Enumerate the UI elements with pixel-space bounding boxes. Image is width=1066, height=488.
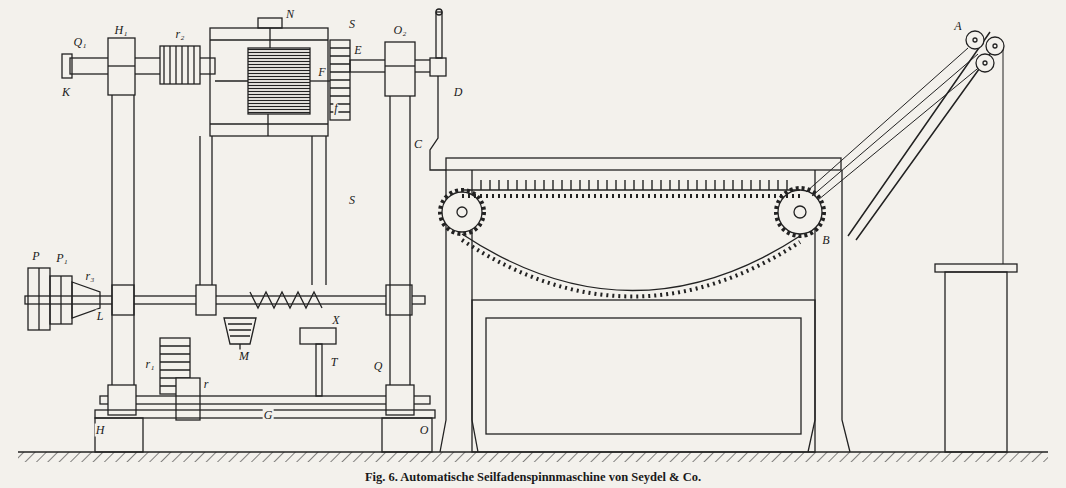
chain-trough-part [794,206,806,218]
spinning-head-part [330,40,350,120]
spinning-head-part [100,396,430,404]
spinning-head-part [50,276,72,324]
chain-trough-part [446,158,841,170]
callout-letter: Q₁ [73,36,88,49]
bobbin-stand-part [1003,50,1004,264]
spinning-head [25,9,446,452]
callout-letter: S [348,194,356,207]
callout-letter: A [953,20,962,33]
chain-trough [440,32,1000,452]
spinning-head-part [267,114,268,136]
spinning-head-part [250,292,322,308]
callout-letter: K [61,86,71,99]
callout-letter: N [285,8,295,21]
bobbin-stand-part [945,272,1007,452]
bobbin-stand-part [976,54,994,72]
figure-caption-row: Fig. 6. Automatische Seilfadenspinnmasch… [0,470,1066,485]
spinning-head-part [200,136,212,285]
spinning-head-part [215,80,248,81]
spinning-head-part [436,9,442,15]
bobbin-stand-part [935,264,1017,272]
spinning-head-part [176,378,200,420]
callout-letter: r [203,378,210,391]
figure-caption: Fig. 6. Automatische Seilfadenspinnmasch… [362,470,704,484]
chain-trough-part [457,207,467,217]
spinning-head-part [248,48,310,114]
callout-letter: B [821,234,830,247]
spinning-head-part [430,58,446,76]
spinning-head-part [62,54,72,78]
spinning-head-part [228,324,252,336]
spinning-head-part [112,95,134,396]
chain-trough-part [462,194,800,198]
callout-letter: C [413,138,423,151]
callout-letter: O₂ [393,24,408,37]
floor [18,452,1048,462]
callout-letter: M [238,350,250,363]
bobbin-stand [935,31,1017,452]
spinning-head-part [436,12,442,58]
chain-trough-part [486,318,801,434]
chain-trough-part [462,240,800,297]
callout-letter: P₁ [55,252,69,265]
callout-letter: X [331,314,340,327]
spinning-head-part [430,76,446,170]
callout-letter: H₁ [114,24,129,37]
spinning-head-part [385,42,415,96]
spinning-head-part [38,268,39,330]
spinning-head-part [28,268,50,330]
chain-trough-part [476,180,794,190]
callout-letter: S [348,18,356,31]
spinning-head-part [108,38,135,95]
spinning-head-part [300,328,336,344]
spinning-head-part [210,39,328,40]
callout-letter: Q [373,360,384,373]
spinning-head-part [210,123,328,124]
spinning-head-part [112,285,134,315]
spinning-head-part [25,296,425,304]
callout-letter: T [330,356,339,369]
spinning-head-part [196,285,216,315]
spinning-head-part [312,136,326,285]
spinning-head-part [95,418,143,452]
chain-trough-part [806,48,988,200]
chain-trough-part [462,234,800,291]
spinning-head-part [210,28,328,136]
spinning-head-part [316,344,322,396]
chain-trough-part [848,32,1000,240]
floor-part [18,452,1048,462]
bobbin-stand-part [966,31,984,49]
callout-letter: O [419,424,430,437]
callout-letter: L [96,310,105,323]
spinning-head-part [269,28,270,48]
spinning-head-part [224,318,256,344]
spinning-head-part [60,276,61,324]
callout-letter: r₁ [145,358,156,371]
spinning-head-part [164,46,194,84]
callout-letter: H [95,424,106,437]
callout-letter: F [317,66,326,79]
bobbin-stand-part [986,37,1004,55]
bobbin-stand-part [983,61,987,65]
callout-letter: r₃ [85,270,96,283]
bobbin-stand-part [973,38,977,42]
spinning-head-part [382,418,432,452]
spinning-head-part [390,96,410,396]
chain-trough-part [462,189,800,190]
callout-letter: r₂ [175,28,186,41]
spinning-head-part [160,46,200,84]
callout-letter: f [333,102,338,115]
spinning-head-part [310,80,330,81]
chain-trough-part [472,300,815,452]
callout-letter: D [453,86,464,99]
callout-letter: G [263,409,274,422]
callout-letter: P [31,250,40,263]
callout-letter: E [353,44,362,57]
spinning-head-part [108,65,135,66]
spinning-head-part [385,65,415,66]
bobbin-stand-part [993,44,997,48]
spinning-head-part [258,18,282,28]
